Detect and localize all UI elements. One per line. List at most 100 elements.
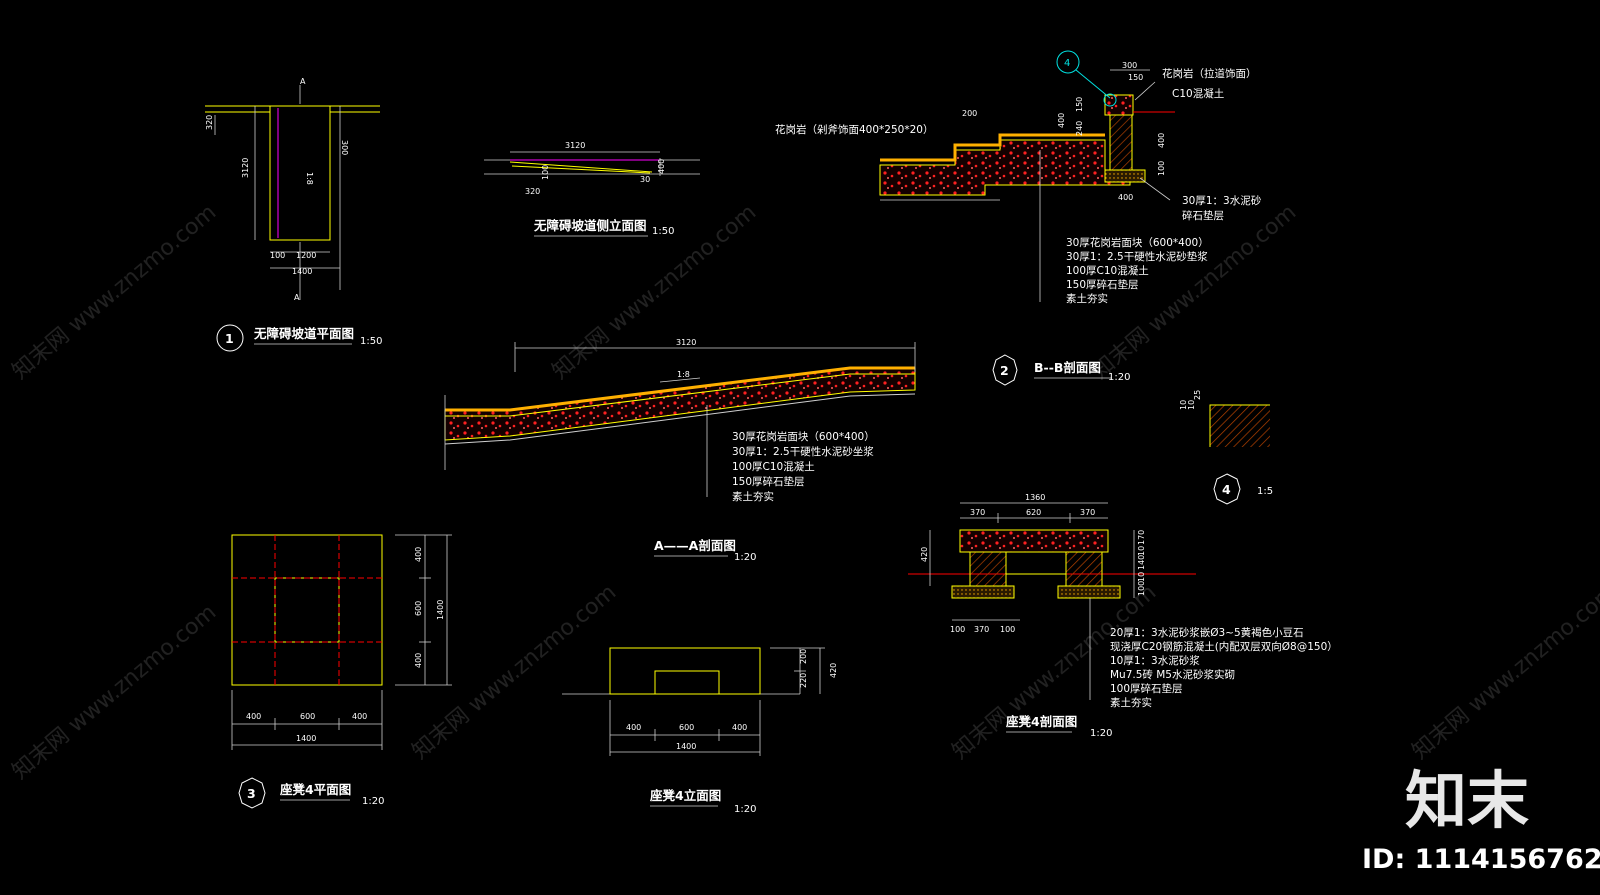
ramp-side-dim-landing: 320 (525, 187, 540, 196)
section-bb-number: 2 (1000, 363, 1009, 378)
section-bb-layer-4: 150厚碎石垫层 (1066, 278, 1139, 291)
section-aa-slope: 1:8 (677, 370, 690, 379)
section-aa-title: A——A剖面图 (654, 538, 736, 553)
bench-plan-dim-b1: 400 (246, 712, 261, 721)
bench-sec-dim-r5: 100 (1137, 581, 1146, 596)
bench-plan-number: 3 (247, 786, 256, 801)
ramp-side-scale: 1:50 (652, 226, 674, 237)
section-aa-dim-length: 3120 (676, 338, 696, 347)
ramp-plan-dim-length: 3120 (241, 158, 250, 178)
bench-sec-layer-3: 10厚1：3水泥砂浆 (1110, 654, 1200, 667)
bench-plan-scale: 1:20 (362, 796, 384, 807)
bench-section-drawing: 1360 370 620 370 420 170 10 140 10 100 1… (908, 493, 1338, 739)
bench-sec-dim-left: 420 (920, 547, 929, 562)
ramp-side-dim-toe: 30 (640, 175, 650, 184)
bench-elev-dim-r2: 220 (799, 673, 808, 688)
section-bb-layer-5: 素土夯实 (1066, 292, 1108, 305)
detail-4-scale: 1:5 (1257, 486, 1273, 497)
ramp-plan-number-circle (216, 324, 244, 352)
bench-sec-layer-4: Mu7.5砖 M5水泥砂浆实砌 (1110, 668, 1235, 681)
bench-sec-dim-t1: 370 (970, 508, 985, 517)
section-aa-layer-4: 150厚碎石垫层 (732, 475, 805, 488)
ramp-plan-dim-landing: 320 (205, 115, 214, 130)
ramp-side-dim-height: 400 (657, 159, 666, 174)
bench-elev-dim-btotal: 1400 (676, 742, 696, 751)
bench-elevation-drawing: 400 600 400 1400 200 220 420 座凳4立面图 1:20 (562, 647, 838, 815)
section-aa-layer-2: 30厚1：2.5干硬性水泥砂坐浆 (732, 445, 874, 458)
bench-sec-dim-b3: 100 (1000, 625, 1015, 634)
watermark-layer: 知末网 www.znzmo.com 知末网 www.znzmo.com 知末网 … (8, 200, 1600, 875)
ramp-side-dim-length: 3120 (565, 141, 585, 150)
bench-elev-dim-b1: 400 (626, 723, 641, 732)
bench-sec-dim-t2: 620 (1026, 508, 1041, 517)
section-bb-dim-side: 400 (1157, 133, 1166, 148)
section-bb-layer-2: 30厚1：2.5干硬性水泥砂垫浆 (1066, 250, 1208, 263)
detail-4-number: 4 (1222, 482, 1231, 497)
bench-elev-title: 座凳4立面图 (649, 788, 721, 803)
bench-elev-dim-b2: 600 (679, 723, 694, 732)
bench-sec-layer-6: 素土夯实 (1110, 696, 1152, 709)
ramp-plan-scale: 1:50 (360, 336, 382, 347)
bench-plan-dim-b3: 400 (352, 712, 367, 721)
bench-sec-layer-1: 20厚1：3水泥砂浆嵌Ø3~5黄褐色小豆石 (1110, 626, 1304, 639)
section-bb-callout: 4 (1064, 58, 1070, 69)
bench-plan-number-octagon (238, 777, 266, 809)
ramp-plan-slope: 1:8 (305, 172, 314, 185)
section-bb-dim-top: 300 (1122, 61, 1137, 70)
bench-elev-scale: 1:20 (734, 804, 756, 815)
section-bb-dim-tread: 200 (962, 109, 977, 118)
ramp-plan-drawing: A A 3120 1200 1400 100 300 320 1:8 1 无障碍… (205, 77, 382, 352)
bench-sec-dim-r1: 170 (1137, 530, 1146, 545)
section-bb-layer-3: 100厚C10混凝土 (1066, 264, 1149, 277)
section-bb-dim-wall: 240 (1075, 121, 1084, 136)
section-bb-label-concrete: C10混凝土 (1172, 87, 1224, 100)
ramp-plan-section-mark-top: A (300, 77, 306, 86)
bench-sec-dim-r3: 140 (1137, 555, 1146, 570)
bench-plan-dim-b2: 600 (300, 712, 315, 721)
section-bb-dim-rise: 400 (1057, 113, 1066, 128)
section-aa-layer-3: 100厚C10混凝土 (732, 460, 815, 473)
bench-sec-dim-t3: 370 (1080, 508, 1095, 517)
detail-4-dim-c: 10 (1187, 400, 1196, 410)
bench-sec-dim-r4: 10 (1137, 572, 1146, 582)
watermark-text: 知末网 www.znzmo.com (1088, 200, 1301, 385)
ramp-side-dim-step: 100 (541, 165, 550, 180)
bench-sec-layer-2: 现浇厚C20钢筋混凝土(内配双层双向Ø8@150） (1110, 640, 1338, 653)
section-bb-dim-footing: 400 (1118, 193, 1133, 202)
image-id: ID: 1114156762 (1362, 844, 1600, 875)
brand-logo: 知末 (1405, 764, 1529, 837)
section-bb-label-granite-step: 花岗岩（剁斧饰面400*250*20） (775, 123, 933, 136)
bench-sec-dim-total: 1360 (1025, 493, 1045, 502)
bench-sec-dim-r2: 10 (1137, 546, 1146, 556)
detail-4-dim-b: 10 (1179, 400, 1188, 410)
ramp-plan-title: 无障碍坡道平面图 (253, 326, 354, 341)
section-bb-dim-cap-h: 150 (1075, 97, 1084, 112)
ramp-plan-dim-offset: 300 (340, 140, 349, 155)
section-aa-layer-1: 30厚花岗岩面块（600*400） (732, 430, 875, 443)
detail-4-drawing: 25 10 10 4 1:5 (1179, 390, 1273, 505)
section-bb-dim-base: 100 (1157, 161, 1166, 176)
section-bb-layer-1: 30厚花岗岩面块（600*400） (1066, 236, 1209, 249)
section-bb-label-mortar: 30厚1：3水泥砂 (1182, 194, 1262, 207)
bench-sec-dim-b1: 100 (950, 625, 965, 634)
section-bb-label-gravel: 碎石垫层 (1182, 209, 1224, 222)
section-aa-drawing: 3120 1:8 30厚花岗岩面块（600*400） 30厚1：2.5干硬性水泥… (444, 338, 916, 563)
section-bb-drawing: 4 花岗岩（拉道饰面） C10混凝土 花岗岩（剁斧饰面400*250*20） 3… (775, 50, 1262, 386)
bench-elev-dim-r1: 200 (799, 649, 808, 664)
bench-plan-drawing: 400 600 400 1400 400 600 400 1400 3 座凳4平… (231, 534, 452, 809)
bench-sec-dim-b2: 370 (974, 625, 989, 634)
ramp-plan-dim-edge: 100 (270, 251, 285, 260)
section-bb-number-octagon (992, 354, 1018, 386)
bench-plan-dim-r3: 400 (414, 653, 423, 668)
bench-plan-dim-btotal: 1400 (296, 734, 316, 743)
bench-plan-dim-r1: 400 (414, 547, 423, 562)
section-bb-dim-cap: 150 (1128, 73, 1143, 82)
watermark-text: 知末网 www.znzmo.com (8, 600, 221, 785)
bench-elev-dim-b3: 400 (732, 723, 747, 732)
section-aa-scale: 1:20 (734, 552, 756, 563)
bench-sec-layer-5: 100厚碎石垫层 (1110, 682, 1183, 695)
bench-plan-dim-r2: 600 (414, 601, 423, 616)
bench-plan-dim-rtotal: 1400 (436, 600, 445, 620)
section-bb-label-granite-top: 花岗岩（拉道饰面） (1162, 67, 1257, 80)
